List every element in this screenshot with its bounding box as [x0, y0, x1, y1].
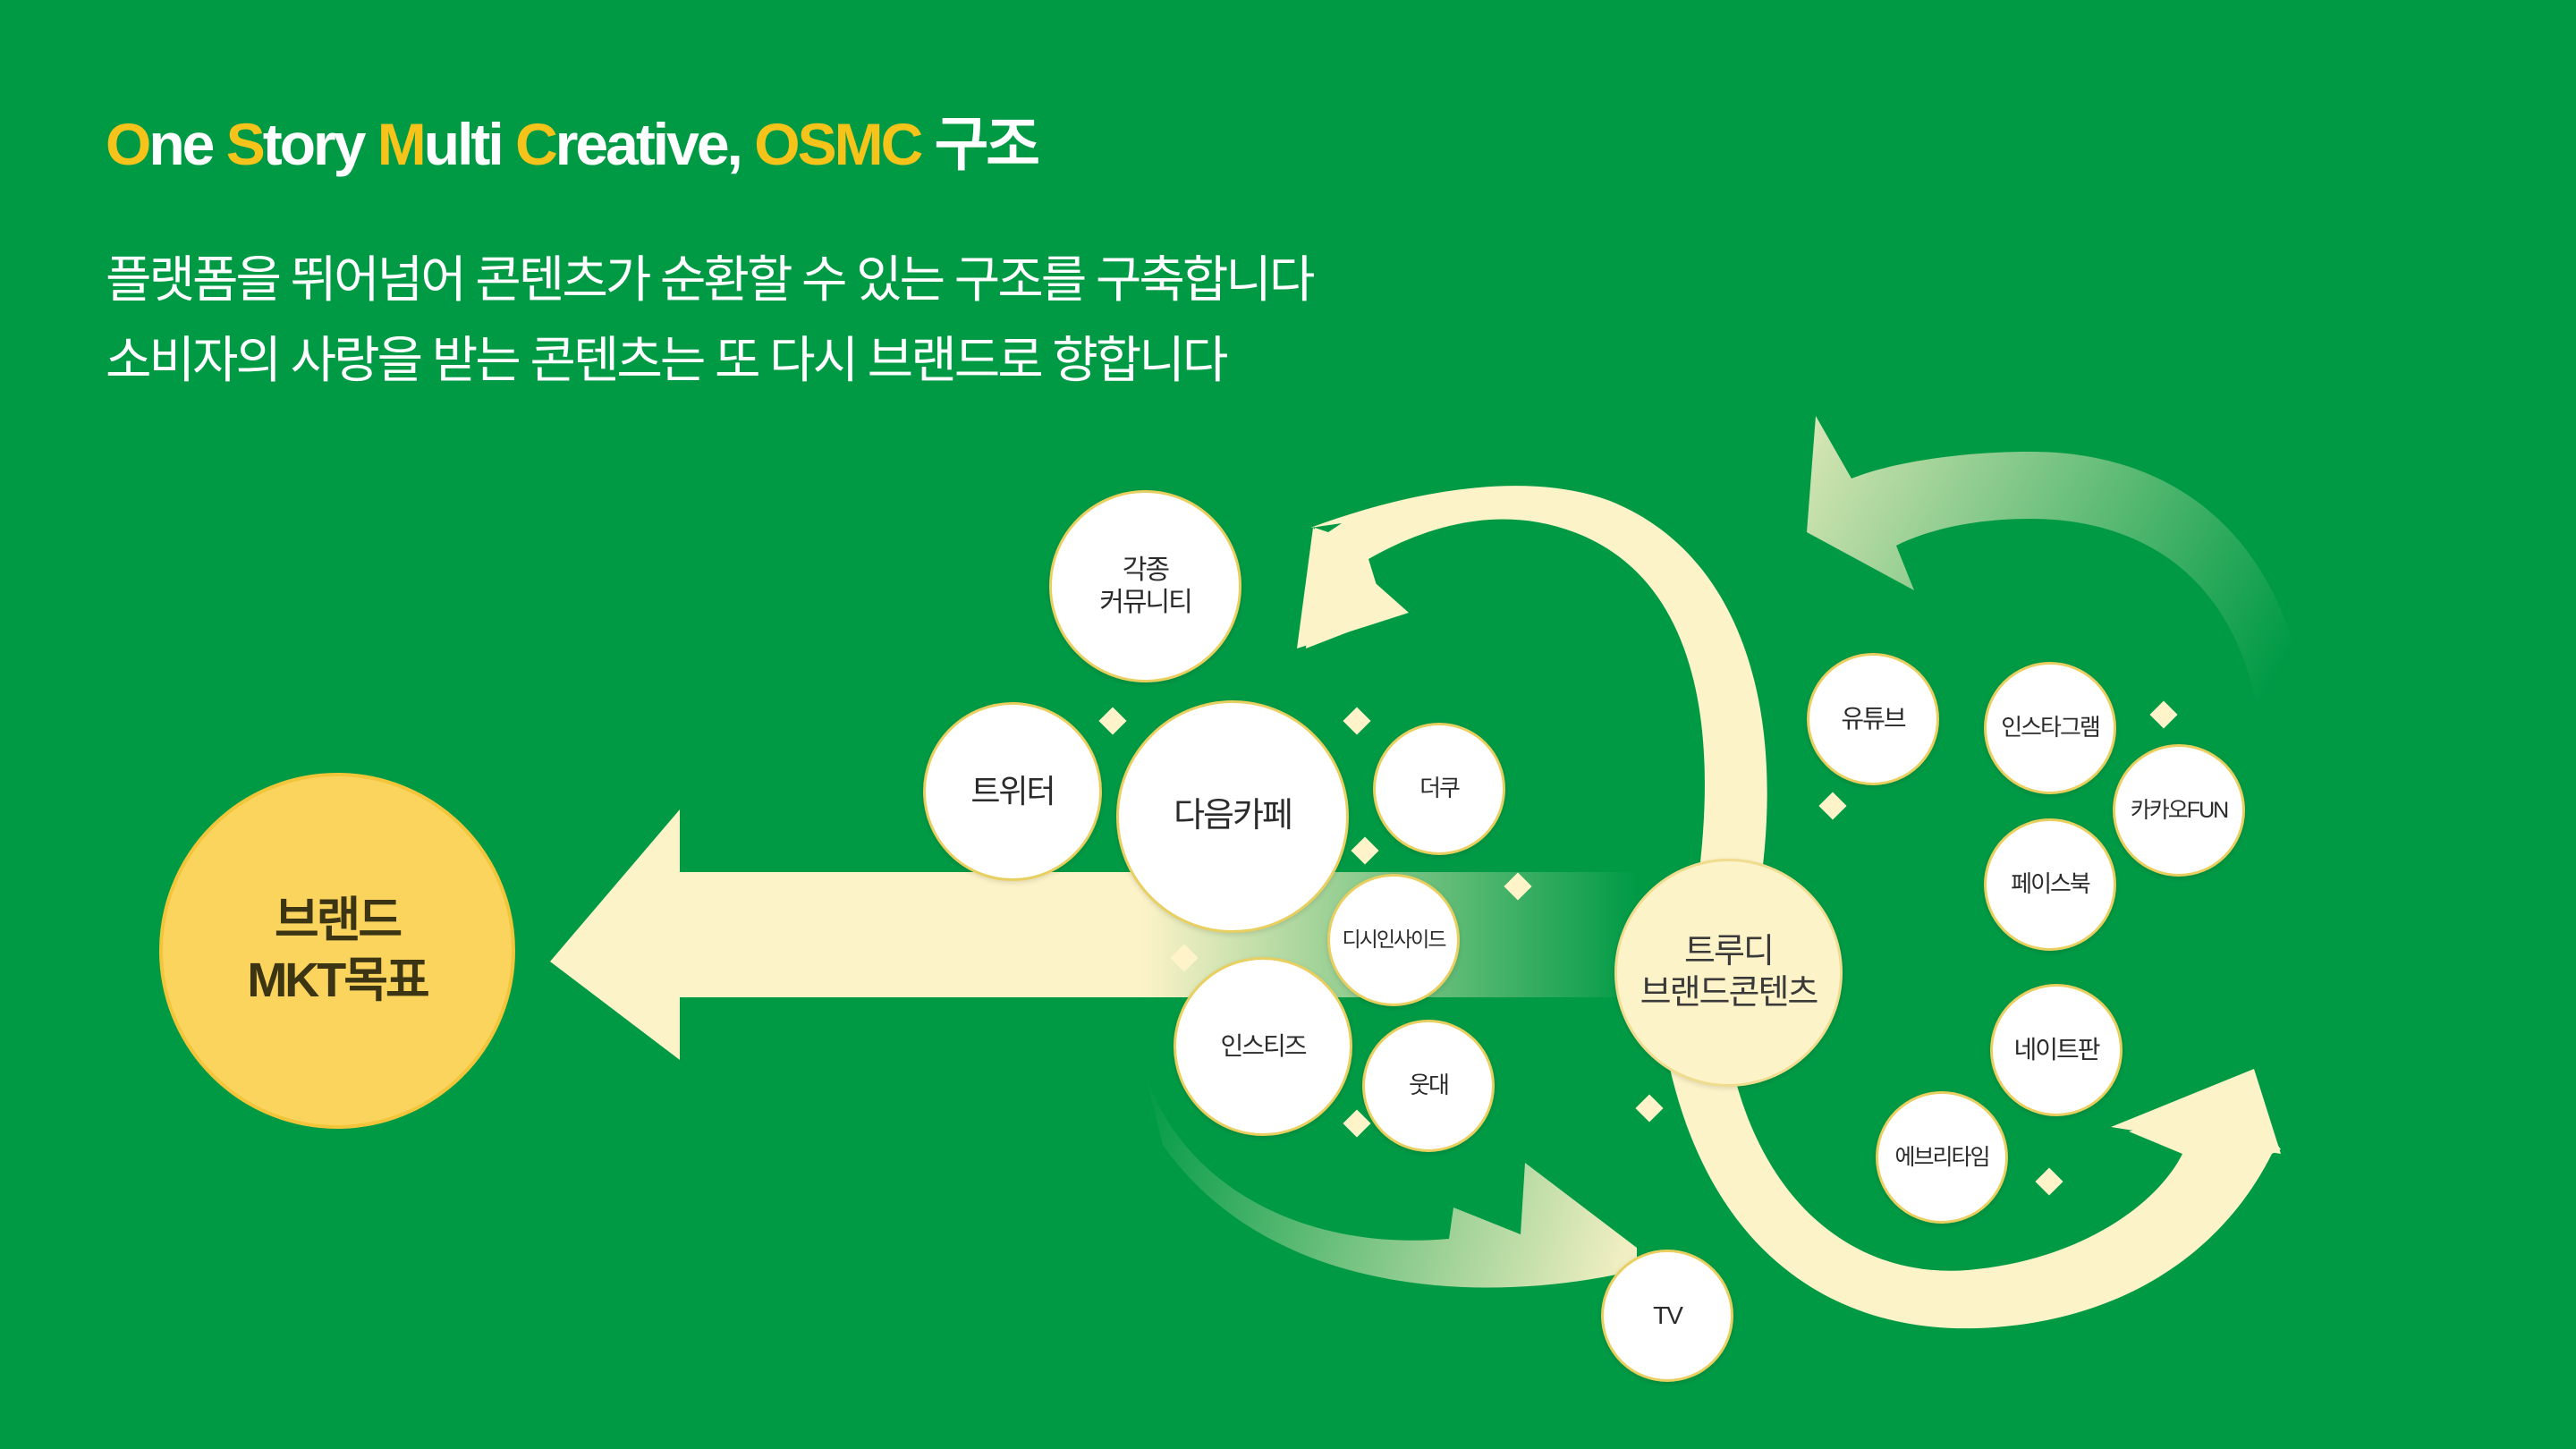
node-theqoo: 더쿠: [1373, 723, 1505, 855]
node-everytime: 에브리타임: [1876, 1091, 2008, 1224]
top-right-curved-arrow: [1807, 416, 2308, 716]
hub-node-brand-content: 트루디 브랜드콘텐츠: [1614, 859, 1843, 1087]
node-youtube: 유튜브: [1807, 653, 1939, 785]
subtitle-line-2: 소비자의 사랑을 받는 콘텐츠는 또 다시 브랜드로 향합니다: [106, 332, 1228, 388]
node-humor: 웃대: [1362, 1020, 1495, 1152]
top-curved-arrow: [1306, 486, 1767, 903]
node-daum-cafe: 다음카페: [1116, 700, 1349, 933]
bottom-curved-arrow-head: [2111, 1069, 2281, 1154]
page-title: One Story Multi Creative, OSMC 구조: [106, 111, 1040, 177]
top-curved-arrow-head: [1297, 528, 1409, 648]
node-kakao-fun: 카카오FUN: [2113, 744, 2245, 877]
bottom-curved-arrow: [1664, 1038, 2281, 1329]
main-arrow: [550, 809, 1637, 1060]
node-community: 각종 커뮤니티: [1049, 490, 1241, 682]
node-twitter: 트위터: [923, 702, 1102, 881]
brand-goal-node: 브랜드 MKT목표: [159, 773, 515, 1129]
subtitle-line-1: 플랫폼을 뛰어넘어 콘텐츠가 순환할 수 있는 구조를 구축합니다: [106, 251, 1315, 308]
node-nate-pann: 네이트판: [1990, 984, 2123, 1116]
node-dasi-insight: 디시인사이드: [1327, 874, 1460, 1006]
node-facebook: 페이스북: [1984, 818, 2116, 951]
bottom-gradient-arrow: [1145, 1073, 1637, 1288]
node-instagram: 인스타그램: [1984, 662, 2116, 794]
node-tv: TV: [1601, 1250, 1733, 1382]
node-instiz: 인스티즈: [1174, 957, 1352, 1136]
